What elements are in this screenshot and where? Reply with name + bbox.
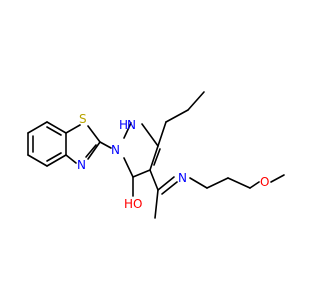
- c2-n1-bond: [99, 141, 112, 149]
- molecule-structure: S N N H N HO N O: [27, 91, 285, 219]
- pyrazole-nh-nitrogen-label: N: [127, 118, 136, 132]
- hydroxyl-label: HO: [124, 197, 142, 211]
- methoxypropyl-chain: [189, 174, 285, 189]
- pyrazole-nh-hydrogen-label: H: [119, 118, 128, 132]
- benzene-ring: [27, 121, 67, 167]
- pyrazole-n1-label: N: [111, 143, 120, 157]
- molecule-canvas: S N N H N HO N O: [27, 91, 285, 219]
- imine-branch: [149, 169, 178, 219]
- propyl-chain: [157, 91, 205, 147]
- sulfur-atom-label: S: [79, 112, 87, 126]
- imine-nitrogen-label: N: [178, 171, 187, 185]
- thiazole-ring: [65, 124, 101, 164]
- thiazole-nitrogen-label: N: [77, 158, 86, 172]
- ether-oxygen-label: O: [260, 175, 269, 189]
- pyrazolone-ring: [123, 122, 161, 178]
